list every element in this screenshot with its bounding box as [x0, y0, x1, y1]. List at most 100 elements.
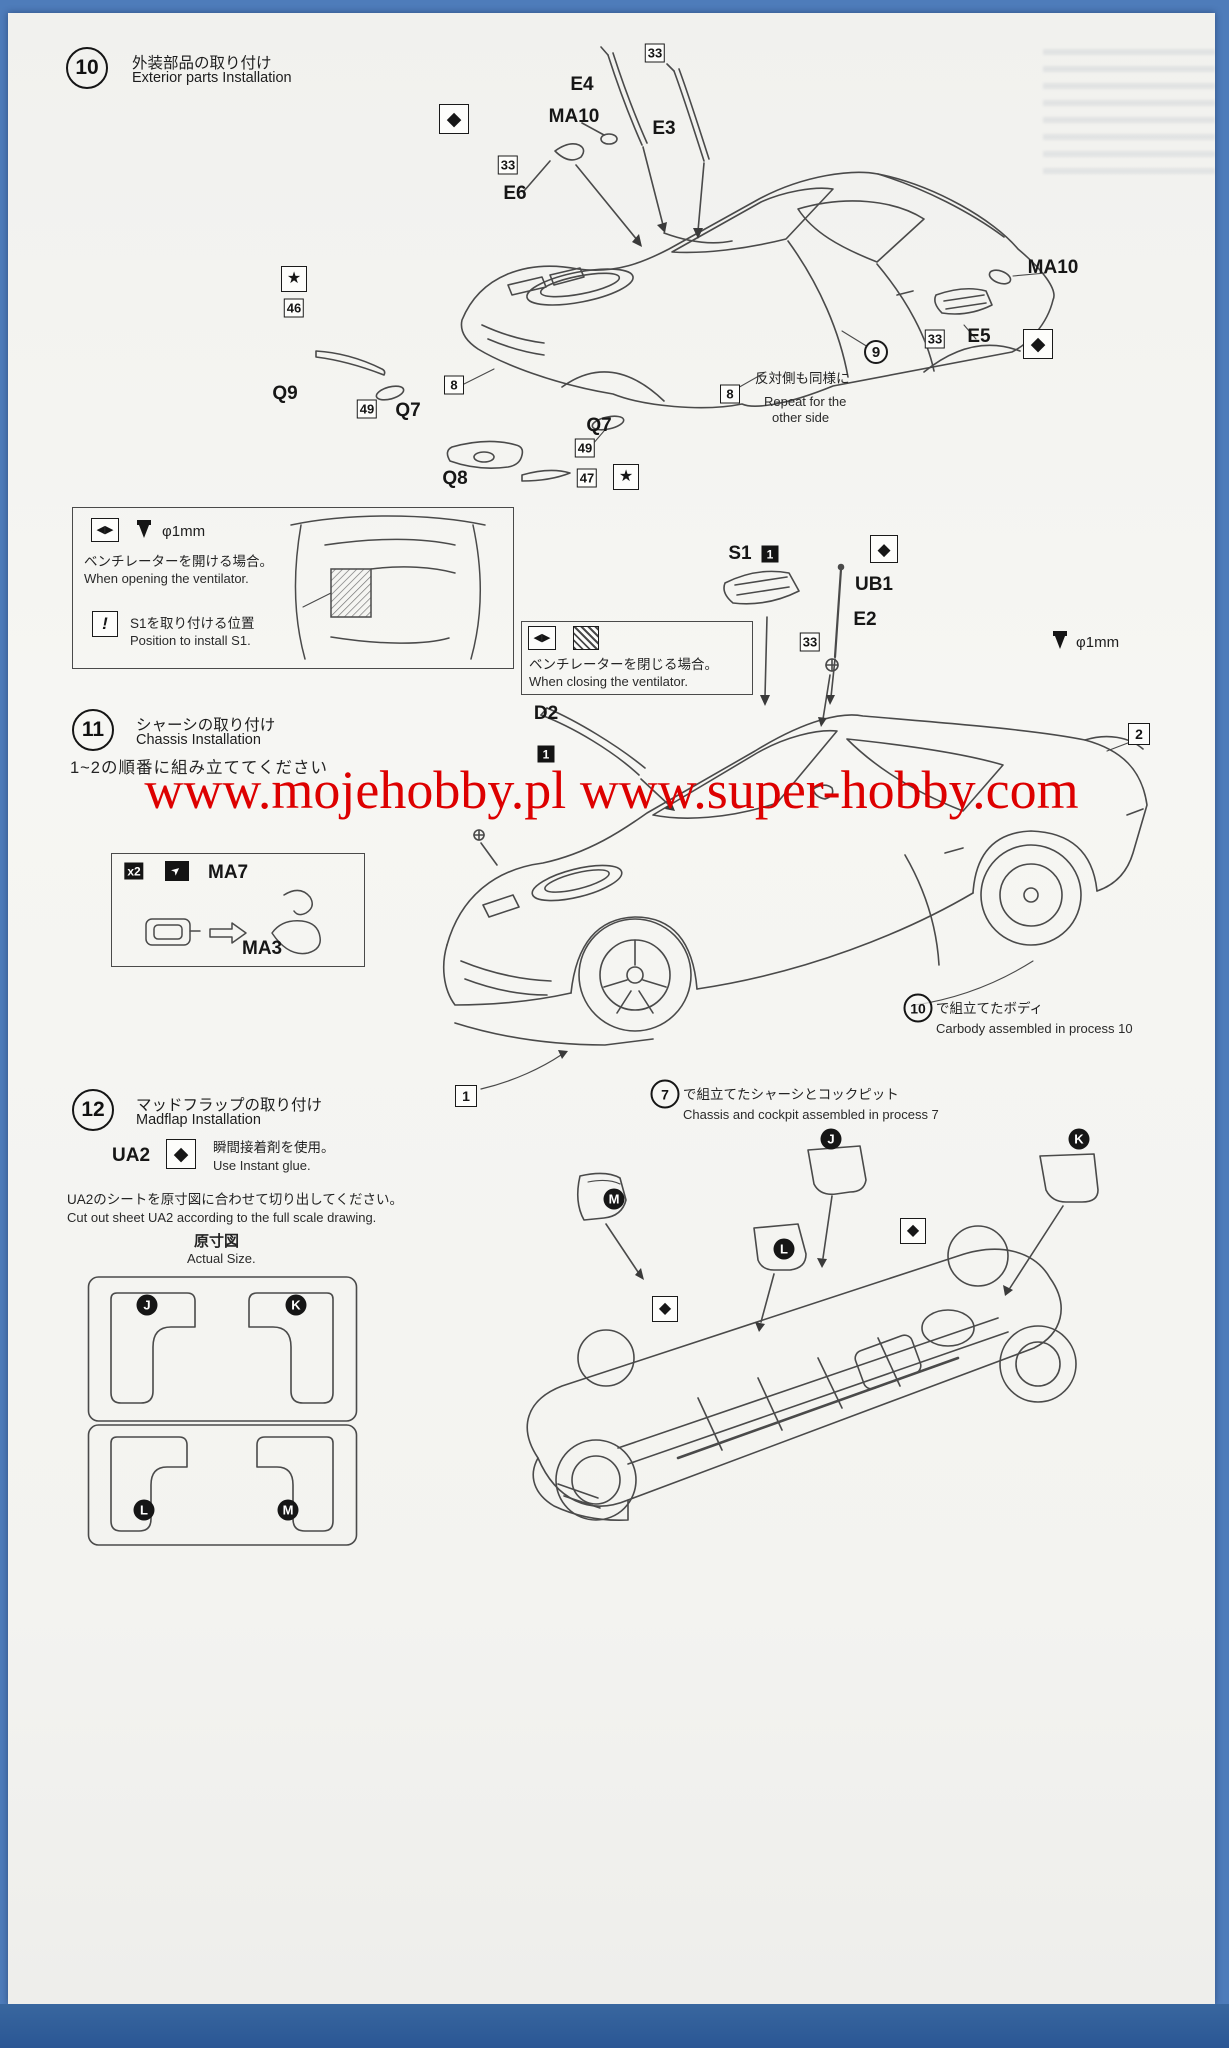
ua2-glue-note-jp: 瞬間接着剤を使用。 — [213, 1140, 335, 1155]
label-E3: E3 — [652, 118, 676, 139]
print-bleedthrough — [1043, 49, 1215, 181]
label-UB1: UB1 — [854, 574, 894, 595]
label-S1: S1 — [728, 543, 752, 564]
s1-position-note-en: Position to install S1. — [130, 633, 251, 648]
letter-K-template: K — [285, 1294, 307, 1316]
decal-33-box-b: 33 — [497, 155, 519, 175]
x2-parts-box — [111, 853, 365, 967]
ventilator-close-box — [521, 621, 753, 695]
decal-33-box-c: 33 — [924, 329, 946, 349]
warning-icon-box1: ! — [92, 611, 118, 637]
step12-number: 12 — [72, 1089, 114, 1131]
process-7-note-en: Chassis and cockpit assembled in process… — [683, 1107, 939, 1122]
roof-top-view-drawing — [290, 515, 486, 660]
instruction-page: 10 外装部品の取り付け Exterior parts Installation… — [8, 13, 1215, 2004]
step11-title-jp: シャーシの取り付け — [136, 717, 276, 734]
vent-close-note-jp: ベンチレーターを閉じる場合。 — [529, 657, 718, 672]
letter-J-template: J — [136, 1294, 158, 1316]
decal-8-box-b: 8 — [720, 384, 740, 404]
ma7-ma3-hook-drawing — [145, 889, 321, 955]
step-1-box: 1 — [455, 1085, 477, 1107]
process-7-circle: 7 — [650, 1079, 680, 1109]
label-E6: E6 — [503, 183, 527, 204]
watermark-text: www.mojehobby.pl www.super-hobby.com — [144, 760, 1079, 820]
cutout-note-en: Cut out sheet UA2 according to the full … — [67, 1210, 377, 1225]
step10-exterior-parts-drawing — [315, 46, 1055, 482]
arrows-icon-box2 — [528, 626, 556, 650]
label-MA10-top: MA10 — [548, 106, 600, 127]
drill-1mm-label-right: φ1mm — [1076, 634, 1120, 651]
step11-order-note: 1~2の順番に組み立ててください — [70, 759, 328, 777]
step11-title-en: Chassis Installation — [136, 732, 261, 748]
repeat-note-en-2: other side — [772, 410, 830, 425]
letter-M-template: M — [277, 1499, 299, 1521]
label-E2: E2 — [853, 609, 877, 630]
scan-bottom-edge — [0, 2004, 1229, 2048]
ventilator-open-box — [72, 507, 514, 669]
mudflap-template-drawing — [87, 1276, 358, 1546]
label-MA7: MA7 — [208, 862, 249, 883]
decal-8-box-a: 8 — [444, 375, 464, 395]
star-symbol-a — [281, 266, 307, 292]
glue-diamond-ua2 — [166, 1139, 196, 1169]
step10-title-en: Exterior parts Installation — [132, 70, 292, 86]
decal-47-box: 47 — [576, 468, 598, 488]
letter-L-template: L — [133, 1499, 155, 1521]
cutout-note-jp: UA2のシートを原寸図に合わせて切り出してください。 — [67, 1192, 403, 1207]
label-Q9: Q9 — [272, 383, 298, 404]
process-10-circle: 10 — [903, 993, 933, 1023]
label-Q7-b: Q7 — [586, 415, 612, 436]
vent-close-note-en: When closing the ventilator. — [529, 674, 688, 689]
star-symbol-b — [613, 464, 639, 490]
drill-pin-icon-right — [1053, 631, 1067, 651]
repeat-note-jp: 反対側も同様に — [755, 371, 850, 386]
process-10-note-en: Carbody assembled in process 10 — [936, 1021, 1133, 1036]
actual-size-label-jp: 原寸図 — [194, 1233, 240, 1250]
step10-number: 10 — [66, 47, 108, 89]
decal-49-box-b: 49 — [574, 438, 596, 458]
label-D2: D2 — [533, 703, 559, 724]
decal-49-box-a: 49 — [356, 399, 378, 419]
glue-diamond-d — [900, 1218, 926, 1244]
process-9-circle: 9 — [864, 340, 888, 364]
glue-diamond-e — [652, 1296, 678, 1322]
glue-diamond-c — [870, 535, 898, 563]
step12-madflap-underside-drawing — [526, 1145, 1099, 1522]
arrows-icon-box1 — [91, 518, 119, 542]
step12-title-en: Madflap Installation — [136, 1112, 261, 1128]
hatch-icon-box2 — [573, 626, 599, 650]
repeat-note-en-1: Repeat for the — [764, 394, 847, 409]
actual-size-label-en: Actual Size. — [187, 1251, 256, 1266]
label-E4: E4 — [570, 74, 594, 95]
label-E5: E5 — [967, 326, 991, 347]
letter-J-car: J — [820, 1128, 842, 1150]
step-2-box: 2 — [1128, 723, 1150, 745]
decal-46-box: 46 — [283, 298, 305, 318]
label-MA3: MA3 — [242, 938, 283, 959]
process-10-note-jp: で組立てたボディ — [936, 1001, 1044, 1016]
drill-pin-icon-box1 — [137, 520, 151, 540]
decal-33-box-a: 33 — [644, 43, 666, 63]
vent-open-note-jp: ベンチレーターを開ける場合。 — [84, 554, 273, 569]
decal-33-box-d: 33 — [799, 632, 821, 652]
orient-arrow-icon — [165, 861, 189, 881]
step12-title-jp: マッドフラップの取り付け — [136, 1097, 323, 1114]
label-Q8: Q8 — [442, 468, 468, 489]
letter-K-car: K — [1068, 1128, 1090, 1150]
step10-title-jp: 外装部品の取り付け — [132, 55, 272, 72]
black-1-box-b: 1 — [537, 745, 555, 763]
glue-diamond-a — [439, 104, 469, 134]
step11-number: 11 — [72, 709, 114, 751]
ua2-glue-note-en: Use Instant glue. — [213, 1158, 311, 1173]
label-UA2: UA2 — [112, 1145, 151, 1166]
vent-open-note-en: When opening the ventilator. — [84, 571, 249, 586]
x2-quantity-badge: x2 — [124, 862, 144, 880]
label-MA10-right: MA10 — [1027, 257, 1079, 278]
letter-M-car: M — [603, 1188, 625, 1210]
letter-L-car: L — [773, 1238, 795, 1260]
label-Q7-a: Q7 — [395, 400, 421, 421]
black-1-box-a: 1 — [761, 545, 779, 563]
drill-1mm-label-box1: φ1mm — [162, 523, 206, 540]
glue-diamond-b — [1023, 329, 1053, 359]
